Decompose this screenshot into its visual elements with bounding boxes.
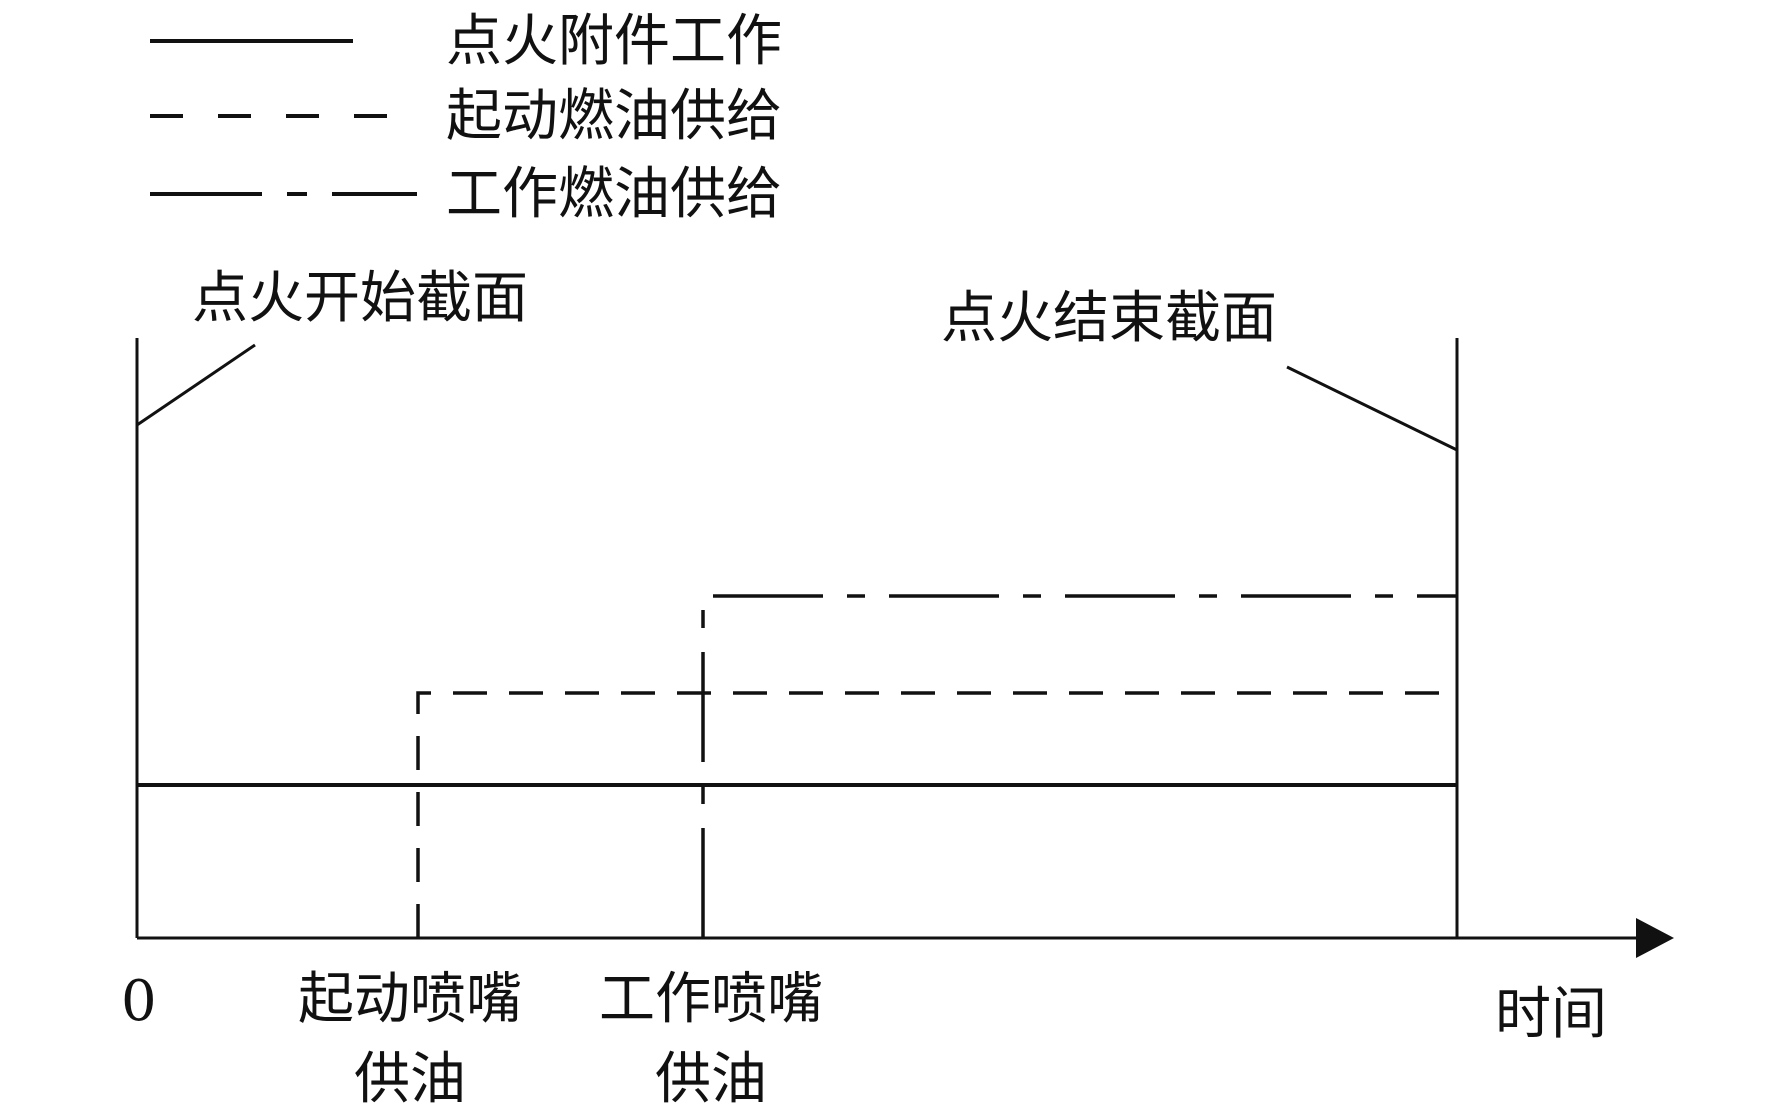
axes	[135, 338, 1674, 958]
start-nozzle-label-line2: 供油	[354, 1047, 466, 1109]
ignition-start-leader-line	[136, 343, 256, 427]
ignition-end-section-label: 点火结束截面	[941, 286, 1277, 351]
legend: 点火附件工作 起动燃油供给 工作燃油供给	[150, 9, 782, 227]
start-fuel-supply-line	[416, 691, 1457, 938]
ignition-start-section-label: 点火开始截面	[192, 266, 528, 331]
ignition-end-annotation: 点火结束截面	[941, 286, 1458, 452]
legend-label-main-fuel-supply: 工作燃油供给	[446, 162, 782, 227]
ignition-end-leader-line	[1286, 365, 1458, 452]
time-axis-label: 时间	[1495, 982, 1607, 1047]
start-nozzle-marker-label: 起动喷嘴 供油	[298, 967, 522, 1109]
legend-label-ignition-accessory: 点火附件工作	[446, 9, 782, 74]
main-nozzle-label-line1: 工作喷嘴	[599, 967, 823, 1032]
main-fuel-supply-line	[701, 594, 1457, 938]
time-axis-arrow-icon	[1636, 918, 1674, 958]
start-nozzle-label-line1: 起动喷嘴	[298, 967, 522, 1032]
main-nozzle-marker-label: 工作喷嘴 供油	[599, 967, 823, 1109]
origin-label: 0	[121, 969, 157, 1034]
legend-label-start-fuel-supply: 起动燃油供给	[446, 84, 782, 149]
ignition-start-annotation: 点火开始截面	[136, 266, 528, 427]
main-nozzle-label-line2: 供油	[655, 1047, 767, 1109]
